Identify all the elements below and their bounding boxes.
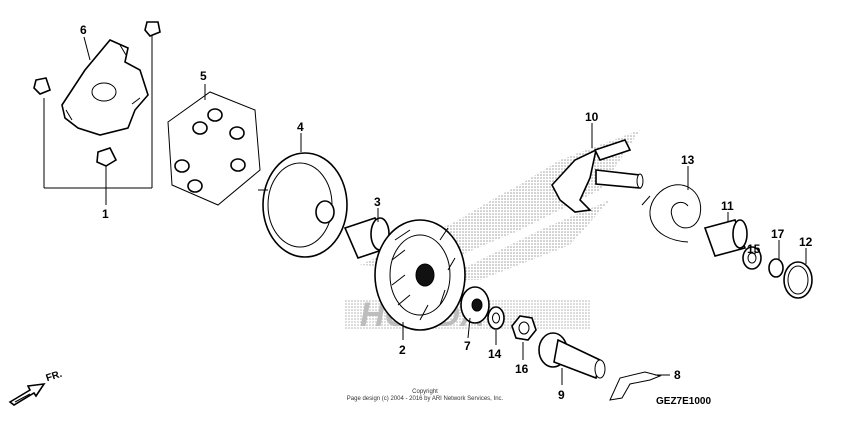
callout-5[interactable]: 5: [200, 69, 207, 83]
callout-6[interactable]: 6: [80, 23, 87, 37]
part-4-drive-face[interactable]: [258, 152, 348, 258]
part-7-washer[interactable]: [460, 286, 490, 324]
callout-12[interactable]: 12: [799, 235, 813, 249]
callout-15[interactable]: 15: [747, 242, 761, 256]
callout-2[interactable]: 2: [399, 343, 406, 357]
part-15-washer[interactable]: [742, 246, 762, 270]
drawing-code: GEZ7E1000: [656, 396, 712, 407]
part-6-clip-bottom[interactable]: [96, 147, 118, 167]
callout-17[interactable]: 17: [771, 227, 785, 241]
callout-8[interactable]: 8: [674, 368, 681, 382]
callout-3[interactable]: 3: [374, 195, 381, 209]
part-6-clip-left[interactable]: [33, 77, 51, 95]
callout-labels: 6 5 1 4 3 2 7 14 16 9 8 10 13 11 15 17 1…: [80, 23, 813, 402]
part-11-bushing[interactable]: [703, 219, 748, 257]
callout-9[interactable]: 9: [558, 388, 565, 402]
callout-4[interactable]: 4: [297, 120, 304, 134]
part-16-nut[interactable]: [511, 315, 537, 341]
callout-7[interactable]: 7: [464, 339, 471, 353]
part-17-circlip[interactable]: [768, 258, 784, 278]
part-14-washer[interactable]: [487, 306, 505, 330]
part-6-ramp-plate[interactable]: [61, 39, 149, 136]
callout-1[interactable]: 1: [102, 207, 109, 221]
part-10-kick-spindle[interactable]: [551, 139, 644, 213]
callout-10[interactable]: 10: [585, 110, 599, 124]
leader-lines: [43, 36, 807, 385]
part-13-kick-spring[interactable]: [641, 184, 702, 243]
front-direction-arrow-icon: [8, 382, 46, 406]
part-8-clip[interactable]: [609, 371, 662, 401]
part-6-clip-top[interactable]: [144, 21, 161, 37]
part-2-fan[interactable]: [374, 219, 466, 331]
callout-14[interactable]: 14: [488, 347, 502, 361]
callout-16[interactable]: 16: [515, 362, 529, 376]
part-5-weight-rollers[interactable]: [167, 91, 261, 206]
copyright-line-1: Copyright: [412, 389, 438, 395]
callout-11[interactable]: 11: [721, 199, 734, 213]
callout-13[interactable]: 13: [681, 153, 695, 167]
part-9-pinion-shaft[interactable]: [538, 332, 606, 380]
copyright-line-2: Page design (c) 2004 - 2016 by ARI Netwo…: [346, 396, 504, 402]
part-12-seal[interactable]: [783, 261, 813, 299]
